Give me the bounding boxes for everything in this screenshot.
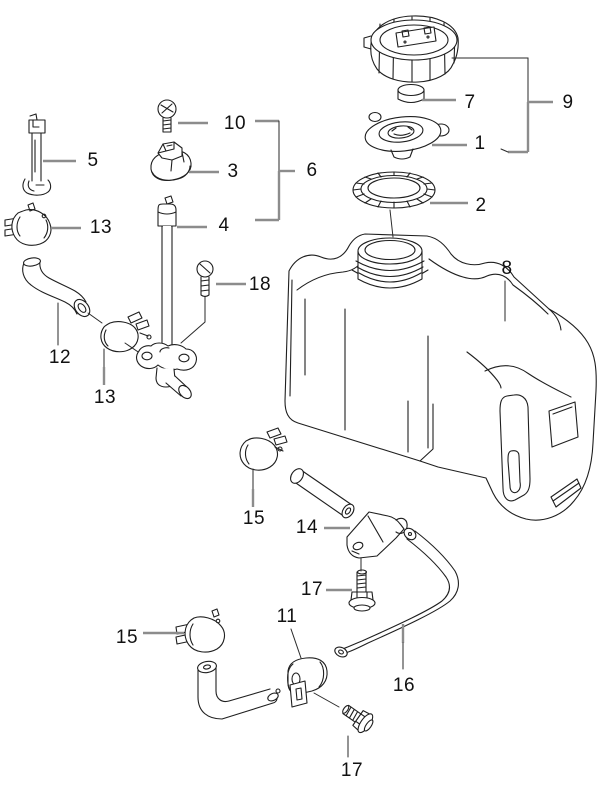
elbow-hose-drawing [197,660,281,720]
part-label-13-a: 13 [89,217,113,238]
part-12-hose-drawing [22,257,103,324]
part-label-4: 4 [218,215,230,236]
part-label-1: 1 [474,133,486,154]
part-18-screw-drawing [196,260,214,298]
part-9-fuel-cap-drawing [363,15,459,83]
part-13a-clamp-drawing [4,202,52,246]
part-15a-clamp-drawing [239,427,288,471]
part-label-3: 3 [227,161,239,182]
part-label-18: 18 [248,274,272,295]
part-label-9: 9 [562,92,574,113]
part-5-pickup-pipe-drawing [22,113,52,196]
part-label-13-b: 13 [93,387,117,408]
part-label-5: 5 [87,150,99,171]
bracket-6 [255,119,295,222]
part-4-gauge-tube-drawing [157,195,177,359]
part-8-fuel-tank-drawing [284,233,597,521]
part-label-16: 16 [392,675,416,696]
part-label-7: 7 [464,92,476,113]
part-label-17-a: 17 [300,579,324,600]
part-label-10: 10 [223,113,247,134]
bracket-9 [451,57,553,154]
part-3-gauge-cap-drawing [150,141,192,181]
part-label-17-b: 17 [340,760,364,781]
part-14-bracket-drawing [290,468,408,559]
part-7-cap-gasket-drawing [397,83,425,104]
part-label-8: 8 [501,258,513,279]
tank-filler-neck-drawing [351,209,429,289]
part-label-15-b: 15 [115,627,139,648]
part-label-15-a: 15 [242,508,266,529]
part-13b-clamp-drawing [100,311,152,359]
part-11-clamp-drawing [287,657,340,708]
part-label-12: 12 [48,347,72,368]
part-1-cap-retainer-drawing [364,111,450,160]
part-label-11: 11 [276,606,298,627]
fuel-valve-assembly-drawing [136,342,197,400]
part-label-14: 14 [295,517,319,538]
part-10-screw-drawing [157,99,177,133]
part-2-lock-ring-drawing [352,171,436,209]
part-17b-bolt-drawing [342,704,374,734]
part-label-6: 6 [306,160,318,181]
part-16-hose-drawing [334,527,459,658]
part-17a-bolt-drawing [348,569,376,612]
part-15b-clamp-drawing [175,608,226,653]
leader-lines [43,98,506,758]
part-label-2: 2 [475,195,487,216]
